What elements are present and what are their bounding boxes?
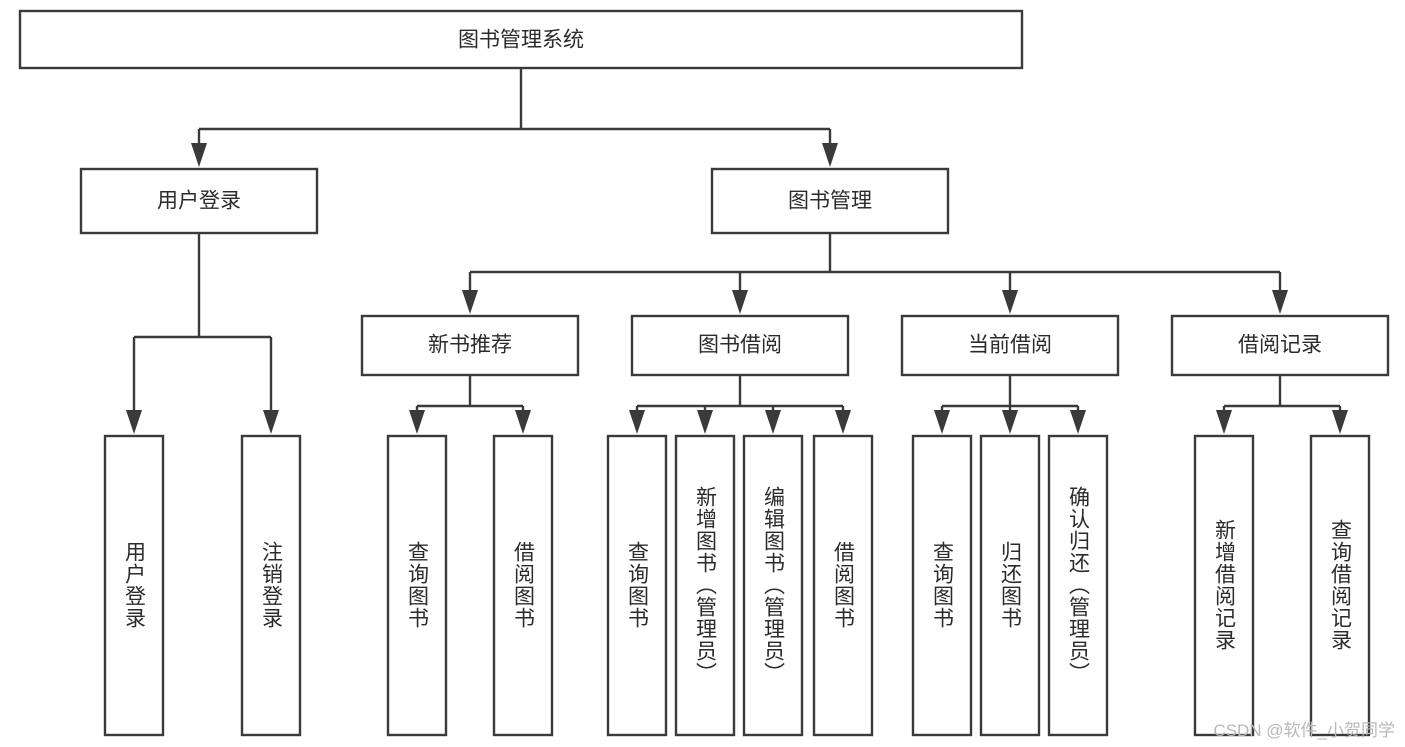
node-leaf-book-borrow-edit-label: 编辑图书（管理员） — [762, 486, 786, 684]
node-leaf-book-borrow-borrow-label: 借阅图书 — [832, 541, 856, 629]
node-leaf-user-login-login[interactable]: 用户登录 — [103, 434, 165, 737]
node-leaf-book-borrow-query[interactable]: 查询图书 — [606, 434, 668, 737]
arrow-head-root-1 — [191, 143, 207, 167]
node-leaf-new-book-borrow[interactable]: 借阅图书 — [492, 434, 554, 737]
node-leaf-book-borrow-edit[interactable]: 编辑图书（管理员） — [742, 434, 804, 737]
node-leaf-new-book-query-label: 查询图书 — [406, 541, 430, 629]
connector-root-to-level1 — [191, 68, 838, 167]
node-level1-user-login-label: 用户登录 — [157, 190, 241, 213]
arrow-head-borrowrecord-2 — [1332, 410, 1348, 434]
arrow-head-bookborrow-2 — [697, 410, 713, 434]
node-leaf-current-borrow-confirm-box — [1047, 434, 1109, 737]
node-leaf-book-borrow-borrow-box — [812, 434, 874, 737]
node-leaf-current-borrow-confirm[interactable]: 确认归还（管理员） — [1047, 434, 1109, 737]
node-level2-current-borrow-box — [900, 314, 1120, 377]
node-leaf-book-borrow-add[interactable]: 新增图书（管理员） — [674, 434, 736, 737]
arrow-head-newbook-1 — [409, 410, 425, 434]
node-leaf-book-borrow-query-box — [606, 434, 668, 737]
node-level2-new-book-recommend-label: 新书推荐 — [428, 334, 512, 357]
node-leaf-borrow-record-query[interactable]: 查询借阅记录 — [1309, 434, 1371, 737]
node-level2-book-borrow-box — [630, 314, 850, 377]
node-leaf-borrow-record-add[interactable]: 新增借阅记录 — [1193, 434, 1255, 737]
connector-currentborrow-to-leaves — [934, 375, 1086, 434]
node-leaf-user-login-logout-box — [240, 434, 302, 737]
arrow-head-newbook-2 — [515, 410, 531, 434]
node-level1-book-management[interactable]: 图书管理 — [710, 167, 950, 235]
node-root-box — [18, 9, 1024, 70]
node-leaf-book-borrow-add-box — [674, 434, 736, 737]
node-leaf-book-borrow-add-label: 新增图书（管理员） — [694, 486, 718, 684]
node-level2-borrow-record-label: 借阅记录 — [1238, 334, 1322, 357]
arrow-head-root-2 — [822, 143, 838, 167]
arrow-head-userlogin-2 — [263, 410, 279, 434]
node-leaf-new-book-query-box — [386, 434, 448, 737]
node-leaf-book-borrow-query-label: 查询图书 — [626, 541, 650, 629]
node-leaf-new-book-query[interactable]: 查询图书 — [386, 434, 448, 737]
node-level1-user-login-box — [79, 167, 319, 235]
arrow-head-bookborrow-3 — [765, 410, 781, 434]
node-leaf-user-login-logout-label: 注销登录 — [260, 541, 284, 629]
arrow-head-userlogin-1 — [126, 410, 142, 434]
node-root-label: 图书管理系统 — [458, 29, 584, 52]
node-level2-book-borrow-label: 图书借阅 — [698, 334, 782, 357]
node-level1-book-management-box — [710, 167, 950, 235]
node-leaf-borrow-record-query-label: 查询借阅记录 — [1329, 519, 1353, 651]
node-leaf-borrow-record-add-box — [1193, 434, 1255, 737]
arrow-head-bookborrow-1 — [629, 410, 645, 434]
arrow-head-bookborrow-4 — [835, 410, 851, 434]
csdn-watermark: CSDN @软件_小贺同学 — [1213, 721, 1395, 740]
arrow-head-currentborrow-2 — [1002, 410, 1018, 434]
node-leaf-book-borrow-borrow[interactable]: 借阅图书 — [812, 434, 874, 737]
node-leaf-borrow-record-add-label: 新增借阅记录 — [1213, 519, 1237, 651]
connector-borrowrecord-to-leaves — [1216, 375, 1348, 434]
node-leaf-current-borrow-return-label: 归还图书 — [999, 541, 1023, 629]
node-level2-borrow-record-box — [1170, 314, 1390, 377]
node-leaf-current-borrow-return[interactable]: 归还图书 — [979, 434, 1041, 737]
arrow-head-bookmgmt-1 — [462, 290, 478, 314]
connector-newbook-to-leaves — [409, 375, 531, 434]
node-level2-book-borrow[interactable]: 图书借阅 — [630, 314, 850, 377]
node-level2-current-borrow[interactable]: 当前借阅 — [900, 314, 1120, 377]
node-level2-borrow-record[interactable]: 借阅记录 — [1170, 314, 1390, 377]
arrow-head-borrowrecord-1 — [1216, 410, 1232, 434]
node-level2-current-borrow-label: 当前借阅 — [968, 334, 1052, 357]
node-leaf-current-borrow-query[interactable]: 查询图书 — [911, 434, 973, 737]
node-leaf-current-borrow-confirm-label: 确认归还（管理员） — [1067, 486, 1091, 684]
node-leaf-user-login-login-box — [103, 434, 165, 737]
node-leaf-new-book-borrow-box — [492, 434, 554, 737]
node-level2-new-book-recommend-box — [360, 314, 580, 377]
arrow-head-bookmgmt-2 — [732, 290, 748, 314]
arrow-head-bookmgmt-4 — [1272, 290, 1288, 314]
node-leaf-current-borrow-query-label: 查询图书 — [931, 541, 955, 629]
node-leaf-new-book-borrow-label: 借阅图书 — [512, 541, 536, 629]
connector-userlogin-to-leaves — [126, 233, 279, 434]
arrow-head-bookmgmt-3 — [1002, 290, 1018, 314]
node-root-book-management-system[interactable]: 图书管理系统 — [18, 9, 1024, 70]
arrow-head-currentborrow-3 — [1070, 410, 1086, 434]
arrow-head-currentborrow-1 — [934, 410, 950, 434]
node-leaf-borrow-record-query-box — [1309, 434, 1371, 737]
node-leaf-book-borrow-edit-box — [742, 434, 804, 737]
node-level2-new-book-recommend[interactable]: 新书推荐 — [360, 314, 580, 377]
connector-bookmgmt-to-level2 — [462, 233, 1288, 314]
node-leaf-current-borrow-query-box — [911, 434, 973, 737]
node-leaf-user-login-logout[interactable]: 注销登录 — [240, 434, 302, 737]
node-level1-user-login[interactable]: 用户登录 — [79, 167, 319, 235]
node-level1-book-management-label: 图书管理 — [788, 190, 872, 213]
node-leaf-current-borrow-return-box — [979, 434, 1041, 737]
connector-bookborrow-to-leaves — [629, 375, 851, 434]
node-leaf-user-login-login-label: 用户登录 — [123, 541, 147, 629]
